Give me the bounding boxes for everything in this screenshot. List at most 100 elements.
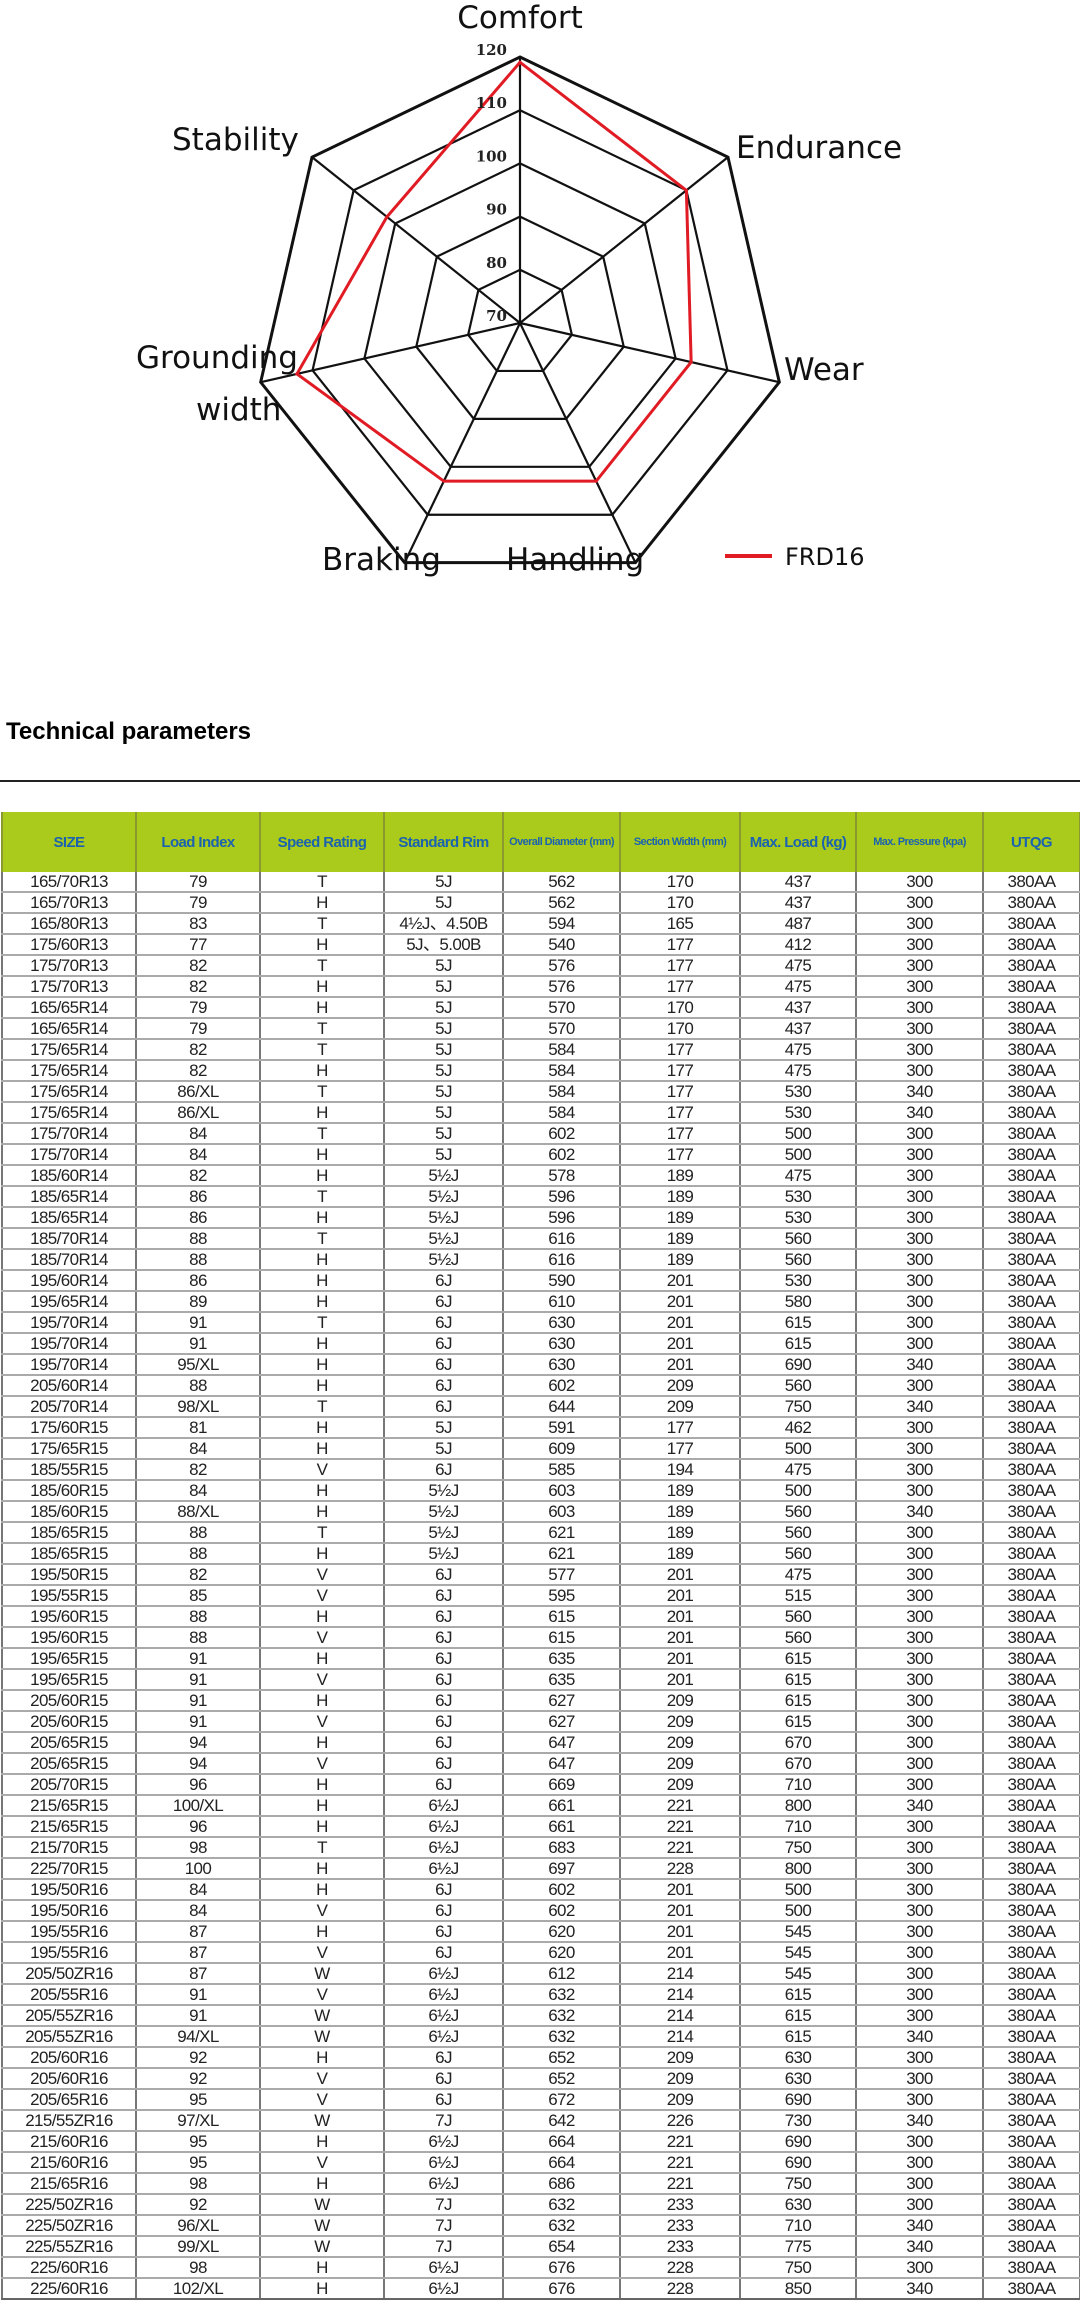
table-cell: 189: [619, 1165, 741, 1187]
table-cell: 6J: [383, 1774, 504, 1796]
table-cell: 88: [135, 1627, 261, 1649]
data-point-grounding-width: [295, 372, 299, 376]
table-cell: 82: [135, 1060, 261, 1082]
table-cell: 530: [739, 1186, 857, 1208]
table-cell: 5J: [383, 1123, 504, 1145]
table-cell: 596: [502, 1207, 621, 1229]
table-cell: 515: [739, 1585, 857, 1607]
column-header-load-index: Load Index: [135, 812, 261, 872]
table-cell: 850: [739, 2278, 857, 2300]
table-cell: 664: [502, 2152, 621, 2174]
table-cell: 6J: [383, 2089, 504, 2111]
table-cell: 560: [739, 1501, 857, 1523]
table-cell: 630: [502, 1312, 621, 1334]
table-cell: 300: [855, 2089, 984, 2111]
table-cell: 661: [502, 1795, 621, 1817]
table-cell: 7J: [383, 2236, 504, 2258]
table-cell: 205/70R15: [1, 1774, 137, 1796]
table-cell: 98: [135, 2173, 261, 2195]
table-cell: 300: [855, 1270, 984, 1292]
table-cell: 195/50R15: [1, 1564, 137, 1586]
table-cell: 6J: [383, 1375, 504, 1397]
table-cell: T: [259, 955, 385, 977]
table-cell: 6J: [383, 1396, 504, 1418]
table-cell: 6J: [383, 1627, 504, 1649]
column-header-standard-rim: Standard Rim: [383, 812, 504, 872]
table-cell: W: [259, 2194, 385, 2216]
table-cell: 195/70R14: [1, 1354, 137, 1376]
table-cell: 590: [502, 1270, 621, 1292]
table-cell: 91: [135, 1312, 261, 1334]
table-cell: 6½J: [383, 2131, 504, 2153]
table-cell: 562: [502, 892, 621, 914]
table-cell: 380AA: [982, 2131, 1080, 2153]
table-cell: 6J: [383, 1732, 504, 1754]
table-cell: 300: [855, 1417, 984, 1439]
table-cell: 205/50ZR16: [1, 1963, 137, 1985]
table-cell: 194: [619, 1459, 741, 1481]
table-cell: 185/60R15: [1, 1480, 137, 1502]
table-cell: 300: [855, 2152, 984, 2174]
table-cell: 225/50ZR16: [1, 2215, 137, 2237]
table-cell: 201: [619, 1291, 741, 1313]
table-cell: 205/60R16: [1, 2047, 137, 2069]
table-cell: 630: [739, 2047, 857, 2069]
table-cell: 612: [502, 1963, 621, 1985]
table-cell: 175/70R13: [1, 976, 137, 998]
table-cell: 560: [739, 1228, 857, 1250]
table-cell: 380AA: [982, 955, 1080, 977]
table-cell: 209: [619, 2068, 741, 2090]
table-cell: 177: [619, 1123, 741, 1145]
table-cell: 81: [135, 1417, 261, 1439]
table-cell: 95: [135, 2131, 261, 2153]
table-cell: 195/65R15: [1, 1648, 137, 1670]
table-cell: 5½J: [383, 1186, 504, 1208]
table-cell: 577: [502, 1564, 621, 1586]
table-cell: 100/XL: [135, 1795, 261, 1817]
table-cell: T: [259, 1312, 385, 1334]
table-cell: 380AA: [982, 1396, 1080, 1418]
table-cell: 380AA: [982, 1228, 1080, 1250]
table-cell: 195/50R16: [1, 1900, 137, 1922]
table-cell: 690: [739, 2131, 857, 2153]
table-cell: 170: [619, 872, 741, 893]
table-cell: 84: [135, 1879, 261, 1901]
table-cell: 380AA: [982, 872, 1080, 893]
table-cell: 380AA: [982, 1102, 1080, 1124]
table-cell: 175/65R14: [1, 1039, 137, 1061]
table-cell: 84: [135, 1144, 261, 1166]
table-cell: 380AA: [982, 2215, 1080, 2237]
table-cell: V: [259, 1669, 385, 1691]
table-cell: 644: [502, 1396, 621, 1418]
table-cell: 340: [855, 1795, 984, 1817]
table-cell: 195/50R16: [1, 1879, 137, 1901]
table-cell: 584: [502, 1081, 621, 1103]
table-cell: 7J: [383, 2110, 504, 2132]
table-cell: 300: [855, 1123, 984, 1145]
table-cell: 540: [502, 934, 621, 956]
table-cell: 300: [855, 1480, 984, 1502]
table-cell: 475: [739, 1459, 857, 1481]
table-cell: 530: [739, 1081, 857, 1103]
data-point-wear: [689, 360, 693, 364]
table-cell: 500: [739, 1879, 857, 1901]
table-cell: 6½J: [383, 1984, 504, 2006]
axis-spoke-grounding-width: [260, 321, 521, 384]
table-cell: 205/55R16: [1, 1984, 137, 2006]
table-cell: 380AA: [982, 1858, 1080, 1880]
table-cell: 88: [135, 1606, 261, 1628]
table-cell: 750: [739, 2173, 857, 2195]
table-cell: 228: [619, 1858, 741, 1880]
table-cell: 300: [855, 872, 984, 893]
table-cell: 576: [502, 976, 621, 998]
table-cell: 380AA: [982, 1354, 1080, 1376]
table-cell: 570: [502, 997, 621, 1019]
table-cell: 632: [502, 2026, 621, 2048]
table-cell: V: [259, 1585, 385, 1607]
table-cell: 602: [502, 1879, 621, 1901]
